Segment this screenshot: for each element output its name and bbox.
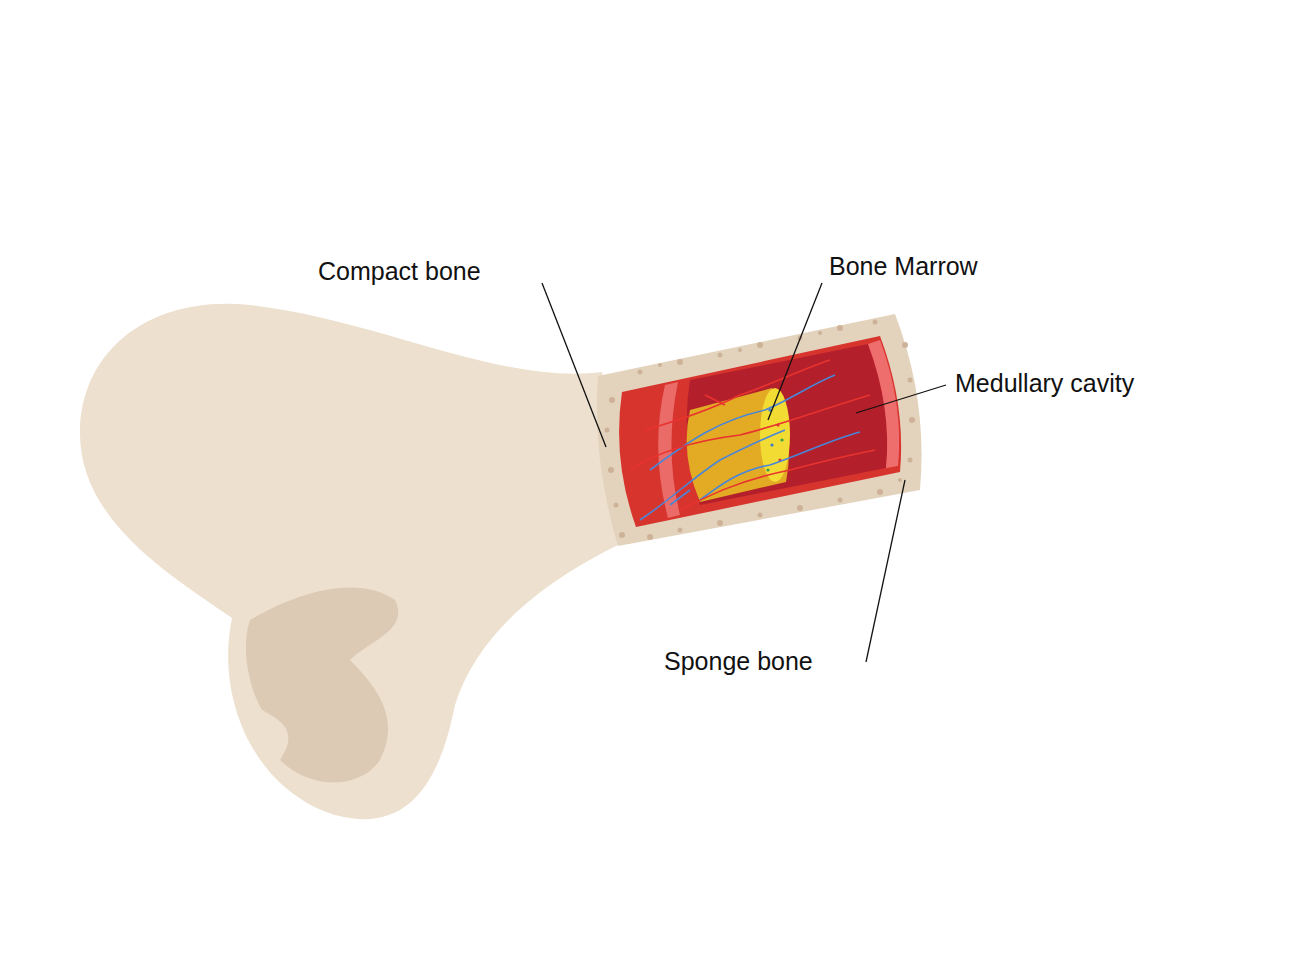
blood-vessels <box>630 360 875 520</box>
part-label: Medullary cavity <box>955 368 1134 398</box>
part-label: Sponge bone <box>664 646 813 676</box>
part-label: Compact bone <box>318 256 481 286</box>
compact-bone <box>597 314 922 546</box>
bone-body <box>80 304 640 819</box>
cavity-wall <box>619 336 901 527</box>
cavity-back <box>687 344 888 505</box>
leader-lines <box>542 283 946 662</box>
bone-pores <box>605 320 916 541</box>
part-label: Bone Marrow <box>829 251 978 281</box>
bone-shadow <box>246 587 398 782</box>
